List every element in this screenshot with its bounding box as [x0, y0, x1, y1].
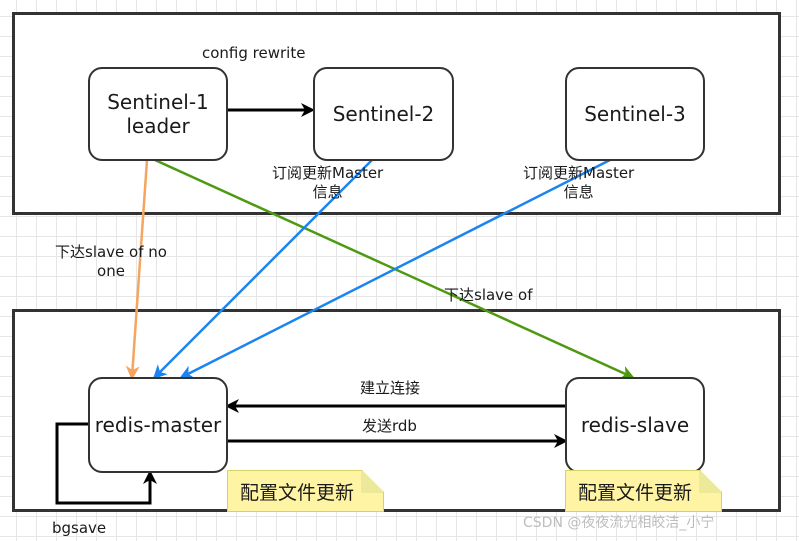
sentinel-1-role: leader [126, 114, 190, 138]
edge-subscribe-s3 [179, 158, 611, 379]
sentinel-1-label: Sentinel-1 [107, 90, 209, 114]
slaveof-noone-line2: one [97, 261, 125, 280]
note-text: 配置文件更新 [578, 481, 693, 504]
subscribe-s3-label: 订阅更新Master 信息 [523, 164, 634, 202]
edge-bgsave-loop [55, 422, 157, 505]
establish-connection-label: 建立连接 [360, 379, 421, 397]
subscribe-s2-line1: 订阅更新Master [272, 164, 384, 182]
slaveof-noone-label: 下达slave of no one [55, 243, 167, 281]
slaveof-noone-line1: 下达slave of no [55, 243, 167, 261]
sentinel-3-label: Sentinel-3 [584, 102, 686, 126]
sentinel-3-node[interactable]: Sentinel-3 [565, 67, 705, 161]
sentinel-2-node[interactable]: Sentinel-2 [313, 67, 454, 161]
sentinel-2-label: Sentinel-2 [332, 102, 435, 126]
subscribe-s2-line2: 信息 [312, 182, 343, 201]
subscribe-s3-line2: 信息 [563, 182, 594, 201]
redis-slave-label: redis-slave [580, 413, 690, 437]
slave-config-update-note: 配置文件更新 [565, 470, 722, 512]
subscribe-s2-label: 订阅更新Master 信息 [272, 164, 383, 202]
subscribe-s3-line1: 订阅更新Master [523, 164, 635, 182]
redis-master-node[interactable]: redis-master [88, 377, 228, 473]
edge-slaveof-noone [125, 159, 149, 380]
send-rdb-label: 发送rdb [362, 417, 417, 435]
sentinel-1-node[interactable]: Sentinel-1 leader [88, 67, 228, 161]
master-config-update-note: 配置文件更新 [227, 470, 384, 512]
bgsave-label: bgsave [52, 519, 107, 537]
edge-subscribe-s2 [152, 159, 373, 380]
config-rewrite-label: config rewrite [202, 44, 306, 62]
slaveof-label: 下达slave of [444, 286, 533, 304]
redis-master-label: redis-master [94, 413, 222, 437]
redis-slave-node[interactable]: redis-slave [565, 377, 705, 473]
note-text: 配置文件更新 [240, 481, 355, 504]
watermark: CSDN @夜夜流光相皎洁_小宁 [523, 515, 715, 531]
